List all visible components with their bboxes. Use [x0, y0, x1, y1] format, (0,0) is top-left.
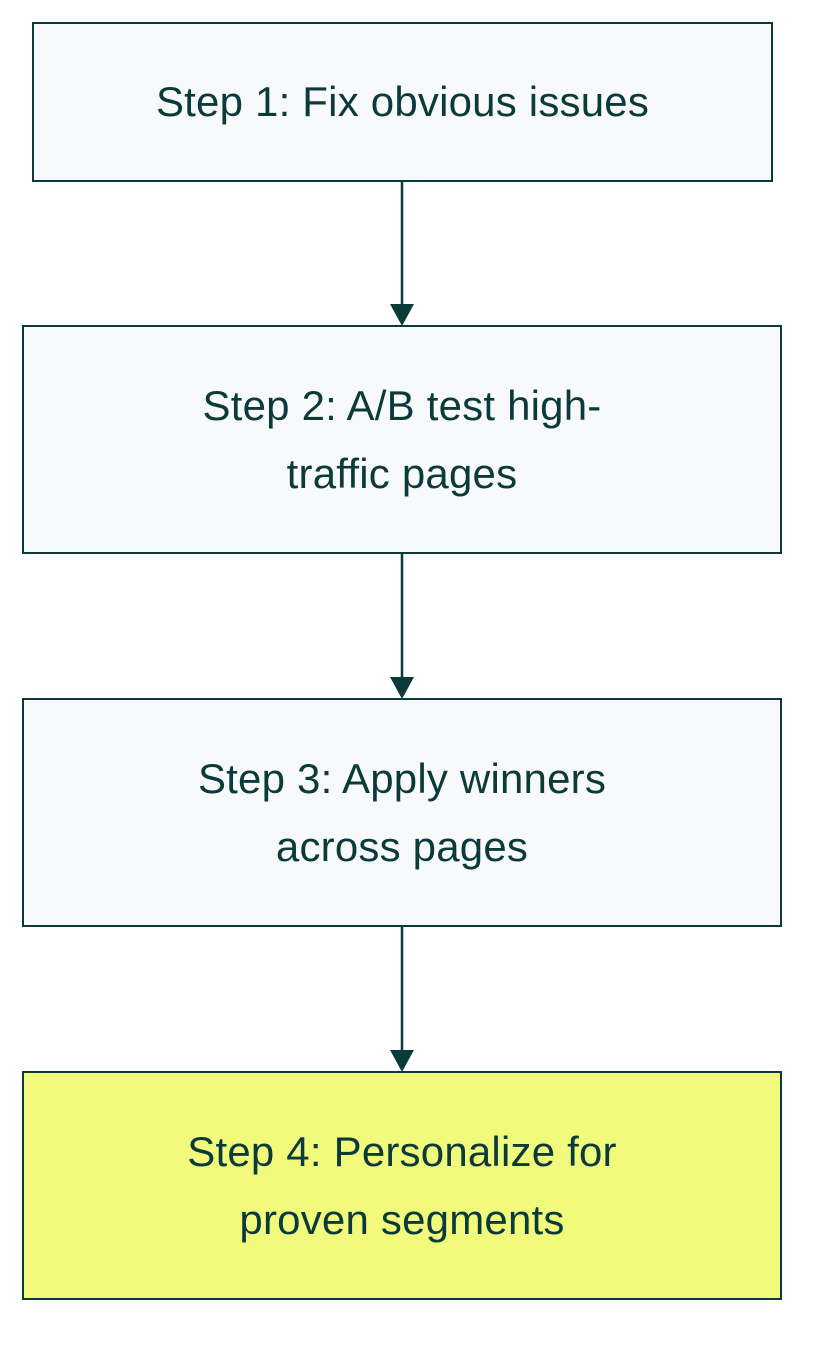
- arrow-2-to-3-head: [390, 677, 414, 699]
- arrow-3-to-4-head: [390, 1050, 414, 1072]
- arrow-1-to-2-head: [390, 304, 414, 326]
- step-3-node: Step 3: Apply winners across pages: [22, 698, 782, 927]
- step-2-node: Step 2: A/B test high-traffic pages: [22, 325, 782, 554]
- step-4-node: Step 4: Personalize for proven segments: [22, 1071, 782, 1300]
- step-2-label: Step 2: A/B test high-traffic pages: [202, 381, 602, 497]
- step-3-label: Step 3: Apply winners across pages: [197, 754, 607, 870]
- step-1-node: Step 1: Fix obvious issues: [32, 22, 773, 182]
- step-4-label: Step 4: Personalize for proven segments: [187, 1127, 617, 1243]
- step-1-label: Step 1: Fix obvious issues: [155, 78, 650, 125]
